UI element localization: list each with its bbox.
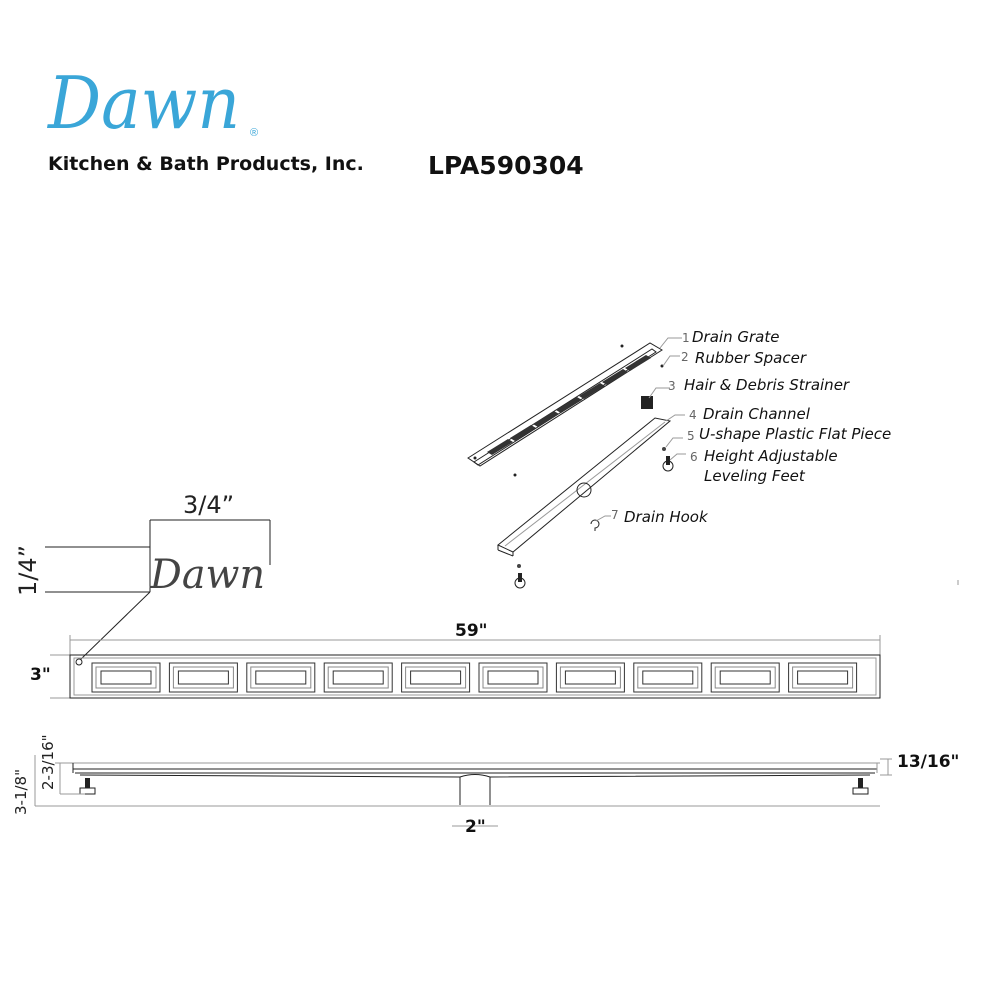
grate-slot bbox=[410, 670, 462, 685]
leveling-foot-left bbox=[79, 778, 96, 795]
grate-slot bbox=[250, 666, 312, 689]
grate-slot bbox=[405, 666, 467, 689]
grate-slot bbox=[719, 670, 771, 685]
leveling-foot-right bbox=[852, 778, 869, 795]
svg-text:4: 4 bbox=[689, 408, 697, 422]
svg-text:2: 2 bbox=[681, 350, 689, 364]
grate-slot bbox=[788, 662, 858, 693]
svg-text:7: 7 bbox=[611, 508, 619, 522]
part-label: Drain Hook bbox=[624, 508, 709, 526]
part-label: Height Adjustable bbox=[704, 447, 838, 465]
grate-slot bbox=[710, 662, 780, 693]
grate-slot bbox=[100, 670, 152, 685]
outlet-dim: 2" bbox=[465, 817, 486, 837]
grate-slot bbox=[168, 662, 238, 693]
grate-slot bbox=[246, 662, 316, 693]
brand-logo: Dawn ® bbox=[46, 61, 258, 145]
length-dim: 59" bbox=[455, 621, 488, 641]
model-number: LPA590304 bbox=[428, 151, 584, 180]
svg-text:3: 3 bbox=[668, 379, 676, 393]
grate-slot bbox=[478, 662, 548, 693]
logo-detail: 3/4” 1/4” Dawn bbox=[14, 491, 271, 661]
grate-slot bbox=[482, 666, 544, 689]
part-label: Leveling Feet bbox=[704, 467, 806, 485]
logo-text: Dawn bbox=[46, 61, 240, 145]
svg-text:6: 6 bbox=[690, 450, 698, 464]
grate-slot bbox=[714, 666, 776, 689]
grate-slot bbox=[555, 662, 625, 693]
grate-slot bbox=[177, 670, 229, 685]
grate-slot bbox=[633, 662, 703, 693]
logo-height-dim: 1/4” bbox=[14, 545, 42, 596]
grate-slot bbox=[559, 666, 621, 689]
channel-height-dim: 2-3/16" bbox=[39, 734, 57, 790]
registered-mark: ® bbox=[250, 127, 258, 139]
grate-slot bbox=[332, 670, 384, 685]
part-label: Rubber Spacer bbox=[695, 349, 807, 367]
strainer-icon bbox=[641, 396, 653, 409]
part-label: Hair & Debris Strainer bbox=[684, 376, 850, 394]
grate-slot bbox=[327, 666, 389, 689]
grate-slot bbox=[255, 670, 307, 685]
side-view: 3-1/8" 2-3/16" 2" 13/16" bbox=[12, 734, 959, 837]
part-label: Drain Grate bbox=[692, 328, 779, 346]
exploded-view bbox=[467, 337, 686, 589]
logo-width-dim: 3/4” bbox=[183, 491, 234, 519]
grate-slot bbox=[637, 666, 699, 689]
grate-slot bbox=[172, 666, 234, 689]
width-dim: 3" bbox=[30, 665, 51, 685]
total-height-dim: 3-1/8" bbox=[12, 769, 30, 815]
engraved-logo: Dawn bbox=[149, 552, 265, 598]
grate-slot bbox=[91, 662, 161, 693]
part-label: Drain Channel bbox=[703, 405, 811, 423]
grate-slot bbox=[792, 666, 854, 689]
top-view: 59" 3" bbox=[30, 621, 881, 699]
grate-slots bbox=[487, 355, 651, 455]
grate-slot bbox=[797, 670, 849, 685]
grate-slot bbox=[564, 670, 616, 685]
grate-slot bbox=[487, 670, 539, 685]
grate-height-dim: 13/16" bbox=[897, 752, 959, 772]
svg-text:1: 1 bbox=[682, 331, 690, 345]
part-label: U-shape Plastic Flat Piece bbox=[699, 425, 891, 443]
svg-text:5: 5 bbox=[687, 429, 695, 443]
company-name: Kitchen & Bath Products, Inc. bbox=[48, 153, 364, 175]
grate-slot bbox=[323, 662, 393, 693]
grate-slot bbox=[642, 670, 694, 685]
grate-slot bbox=[401, 662, 471, 693]
grate-slot bbox=[95, 666, 157, 689]
